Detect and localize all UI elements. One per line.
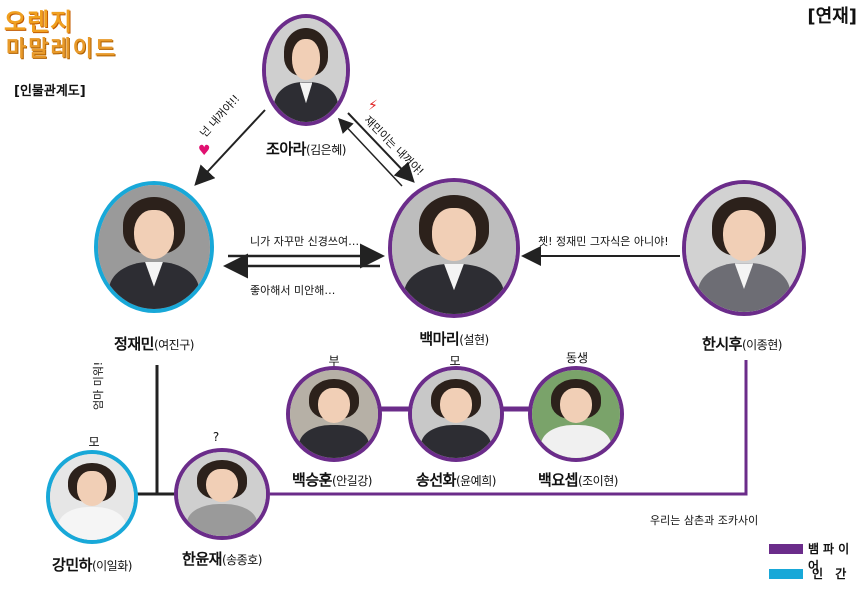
actor-yunjae: (송종호) bbox=[221, 553, 262, 567]
name-jaemin-text: 정재민 bbox=[114, 335, 154, 353]
avatar-seunghun bbox=[286, 366, 382, 462]
caption-sihu-yunjae: 우리는 삼촌과 조카사이 bbox=[650, 514, 759, 527]
label-yunjae-role: ? bbox=[212, 430, 220, 444]
legend-label-human: 인 간 bbox=[812, 567, 851, 581]
arrow-mari-joara bbox=[337, 117, 403, 187]
name-seunghun: 백승훈(안길강) bbox=[292, 469, 372, 490]
name-yoseb: 백요셉(조이현) bbox=[538, 469, 618, 490]
lightning-icon: ⚡ bbox=[368, 98, 378, 114]
name-joara-text: 조아라 bbox=[266, 140, 306, 158]
actor-seonhwa: (윤예희) bbox=[455, 474, 496, 488]
series-tag: [연재] bbox=[807, 6, 857, 27]
caption-mari-to-jaemin: 좋아해서 미안해… bbox=[250, 284, 336, 297]
name-seonhwa: 송선화(윤예희) bbox=[416, 469, 496, 490]
actor-mari: (설현) bbox=[459, 333, 489, 347]
avatar-mari bbox=[388, 178, 520, 318]
avatar-jaemin bbox=[94, 181, 214, 313]
legend-label-vampire: 뱀파이어 bbox=[808, 542, 854, 573]
logo-title-line1: 오렌지 bbox=[4, 8, 74, 36]
heart-icon: ♥ bbox=[198, 143, 211, 159]
name-joara: 조아라(김은혜) bbox=[266, 138, 346, 159]
avatar-joara bbox=[262, 14, 350, 126]
name-mari: 백마리(설현) bbox=[419, 328, 489, 349]
arrow-joara-jaemin bbox=[194, 109, 266, 186]
caption-sihu-to-mari: 쳇! 정재민 그자식은 아니야! bbox=[538, 235, 669, 248]
actor-seunghun: (안길강) bbox=[331, 474, 372, 488]
section-tag: [인물관계도] bbox=[14, 84, 86, 99]
name-yunjae-text: 한윤재 bbox=[182, 550, 222, 568]
label-minha-role: 모 bbox=[88, 435, 100, 449]
actor-jaemin: (여진구) bbox=[153, 338, 194, 352]
name-jaemin: 정재민(여진구) bbox=[114, 333, 194, 354]
line-sihu-yunjae bbox=[270, 360, 748, 496]
name-seonhwa-text: 송선화 bbox=[416, 471, 456, 489]
name-yunjae: 한윤재(송종호) bbox=[182, 548, 262, 569]
avatar-seonhwa bbox=[408, 366, 504, 462]
legend-swatch-vampire bbox=[769, 544, 803, 554]
label-brother: 동생 bbox=[565, 351, 589, 365]
actor-joara: (김은혜) bbox=[305, 143, 346, 157]
name-minha: 강민하(이일화) bbox=[52, 554, 132, 575]
caption-jaemin-minha: 엄마 미워! bbox=[92, 361, 105, 410]
label-father: 부 bbox=[328, 354, 340, 368]
label-mother: 모 bbox=[449, 354, 461, 368]
avatar-sihu bbox=[682, 180, 806, 316]
name-sihu: 한시후(이종현) bbox=[702, 333, 782, 354]
name-seunghun-text: 백승훈 bbox=[292, 471, 332, 489]
logo-title-line2: 마말레이드 bbox=[6, 37, 118, 62]
legend-swatch-human bbox=[769, 569, 803, 579]
arrow-joara-mari bbox=[347, 112, 415, 183]
actor-yoseb: (조이현) bbox=[577, 474, 618, 488]
name-sihu-text: 한시후 bbox=[702, 335, 742, 353]
name-yoseb-text: 백요셉 bbox=[538, 471, 578, 489]
actor-minha: (이일화) bbox=[91, 559, 132, 573]
avatar-yunjae bbox=[174, 448, 270, 540]
name-mari-text: 백마리 bbox=[419, 330, 460, 348]
avatar-minha bbox=[46, 450, 138, 544]
caption-jaemin-to-mari: 니가 자꾸만 신경쓰여… bbox=[250, 235, 360, 248]
actor-sihu: (이종현) bbox=[741, 338, 782, 352]
name-minha-text: 강민하 bbox=[52, 556, 92, 574]
avatar-yoseb bbox=[528, 366, 624, 462]
